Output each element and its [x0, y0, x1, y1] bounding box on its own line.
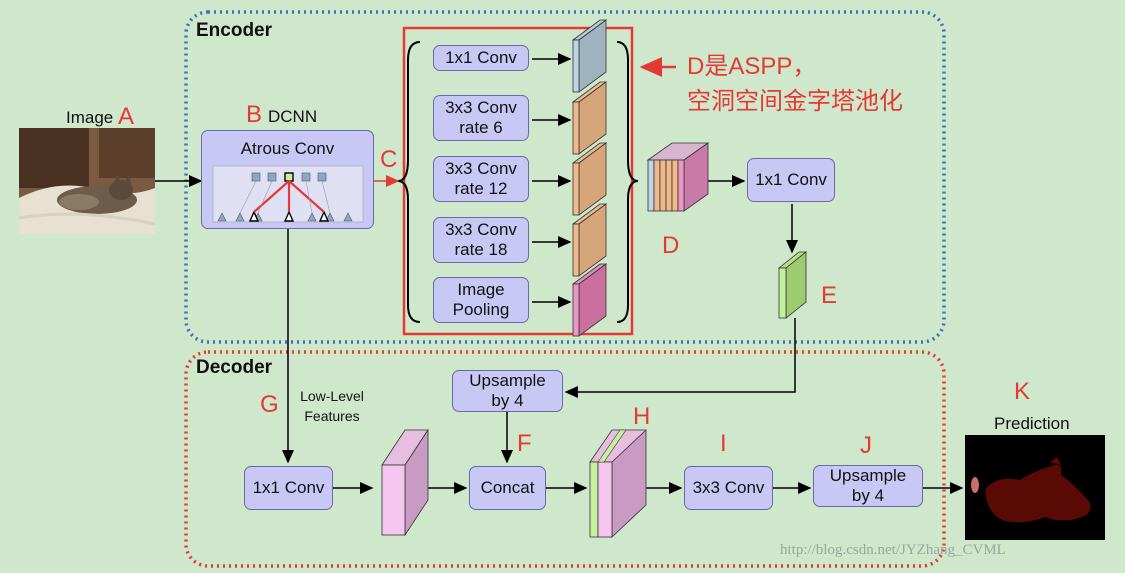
prediction-label: Prediction	[994, 414, 1070, 433]
aspp-right-brace	[616, 41, 639, 323]
aspp-feature-maps	[571, 19, 608, 337]
low-level-feature-map	[381, 428, 429, 537]
conv3x3-label: 3x3 Conv	[692, 478, 765, 497]
letter-G: G	[260, 391, 279, 418]
encoder-1x1-conv-box: 1x1 Conv	[747, 158, 835, 202]
prediction-mask-picture	[965, 435, 1105, 540]
letter-J: J	[860, 432, 872, 459]
aspp-rate12-box: 3x3 Conv rate 12	[433, 156, 529, 202]
letter-D: D	[662, 232, 680, 259]
low-level-features-label: Low-Level Features	[300, 388, 364, 424]
aspp-rate6-label: 3x3 Conv rate 6	[445, 98, 517, 137]
upsample-bottom-label: Upsample by 4	[829, 466, 907, 505]
aspp-annotation-line2: 空洞空间金字塔池化	[687, 88, 903, 115]
decoder-1x1-conv-label: 1x1 Conv	[252, 478, 325, 497]
letter-I: I	[720, 430, 727, 457]
conv3x3-box: 3x3 Conv	[684, 466, 773, 510]
decoder-1x1-conv-box: 1x1 Conv	[244, 466, 333, 510]
encoder-1x1-conv-label: 1x1 Conv	[755, 170, 827, 189]
aspp-left-brace	[397, 41, 421, 323]
aspp-annotation-line1: D是ASPP，	[687, 53, 817, 80]
aspp-image-pooling-box: Image Pooling	[433, 277, 529, 323]
letter-A: A	[118, 103, 135, 130]
upsample-bottom-box: Upsample by 4	[813, 465, 923, 507]
prediction-mask	[965, 435, 1105, 540]
aspp-1x1-conv-label: 1x1 Conv	[445, 48, 517, 67]
upsample-top-box: Upsample by 4	[452, 370, 563, 412]
letter-B: B	[246, 101, 263, 128]
decoder-concat-feature-map	[589, 429, 647, 538]
letter-F: F	[517, 430, 532, 457]
image-label: Image	[66, 108, 114, 127]
letter-E: E	[821, 282, 838, 309]
letter-C: C	[380, 146, 398, 173]
aspp-rate18-box: 3x3 Conv rate 18	[433, 217, 529, 263]
letter-H: H	[633, 403, 651, 430]
atrous-conv-illustration	[212, 165, 364, 223]
encoder-output-feature-map	[777, 251, 808, 319]
atrous-conv-label: Atrous Conv	[240, 139, 335, 158]
aspp-rate12-label: 3x3 Conv rate 12	[445, 159, 517, 198]
aspp-rate18-label: 3x3 Conv rate 18	[445, 220, 517, 259]
concat-feature-stack	[646, 142, 710, 212]
watermark: http://blog.csdn.net/JYZhang_CVML	[780, 542, 1006, 558]
dcnn-label: DCNN	[268, 107, 318, 126]
concat-box: Concat	[469, 466, 546, 510]
upsample-top-label: Upsample by 4	[469, 371, 546, 410]
decoder-region	[184, 350, 946, 568]
aspp-1x1-conv-box: 1x1 Conv	[433, 45, 529, 71]
input-image	[19, 128, 155, 234]
input-image-picture	[19, 128, 155, 234]
aspp-rate6-box: 3x3 Conv rate 6	[433, 95, 529, 141]
concat-label: Concat	[480, 478, 535, 497]
encoder-title: Encoder	[196, 20, 273, 41]
letter-K: K	[1014, 378, 1031, 405]
aspp-region	[402, 26, 634, 336]
aspp-image-pooling-label: Image Pooling	[452, 280, 510, 319]
decoder-title: Decoder	[196, 357, 273, 378]
